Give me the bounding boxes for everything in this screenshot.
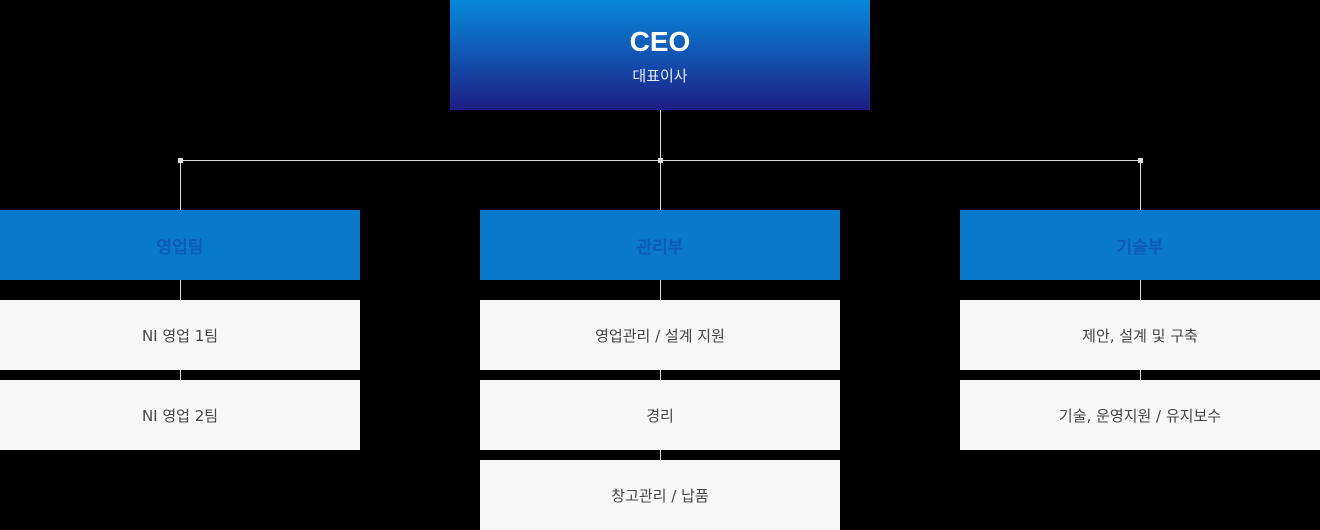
department-tech: 기술부	[960, 210, 1320, 280]
connector-right-down	[1140, 160, 1141, 210]
connector-left-down	[180, 160, 181, 210]
connector-admin-units	[660, 280, 661, 460]
unit-sales-team-2: NI 영업 2팀	[0, 380, 360, 450]
connector-ceo-down	[660, 110, 661, 160]
unit-proposal-design: 제안, 설계 및 구축	[960, 300, 1320, 370]
ceo-node: CEO 대표이사	[450, 0, 870, 110]
unit-sales-management: 영업관리 / 설계 지원	[480, 300, 840, 370]
connector-center-down	[660, 160, 661, 210]
unit-warehouse-delivery: 창고관리 / 납품	[480, 460, 840, 530]
ceo-subtitle: 대표이사	[632, 67, 688, 85]
unit-accounting: 경리	[480, 380, 840, 450]
department-sales: 영업팀	[0, 210, 360, 280]
department-admin: 관리부	[480, 210, 840, 280]
unit-tech-support-maintenance: 기술, 운영지원 / 유지보수	[960, 380, 1320, 450]
ceo-title: CEO	[629, 26, 691, 57]
unit-sales-team-1: NI 영업 1팀	[0, 300, 360, 370]
